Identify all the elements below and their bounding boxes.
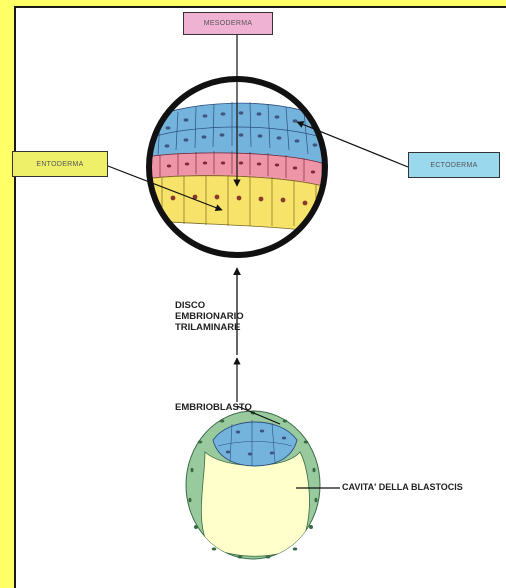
cavita-label: CAVITA' DELLA BLASTOCIS [342, 482, 463, 493]
entoderma-label: ENTODERMA [12, 151, 108, 177]
embrioblasto-label: EMBRIOBLASTO [175, 402, 252, 413]
disco-label-line1: DISCO [175, 300, 244, 311]
disco-label-line2: EMBRIONARIO [175, 311, 244, 322]
blastocyst-cavity [201, 452, 309, 556]
blastocyst [186, 411, 320, 559]
disco-label: DISCO EMBRIONARIO TRILAMINARE [175, 300, 244, 333]
ectoderma-label: ECTODERMA [408, 152, 500, 178]
disco-label-line3: TRILAMINARE [175, 322, 244, 333]
mesoderma-label: MESODERMA [183, 12, 273, 35]
